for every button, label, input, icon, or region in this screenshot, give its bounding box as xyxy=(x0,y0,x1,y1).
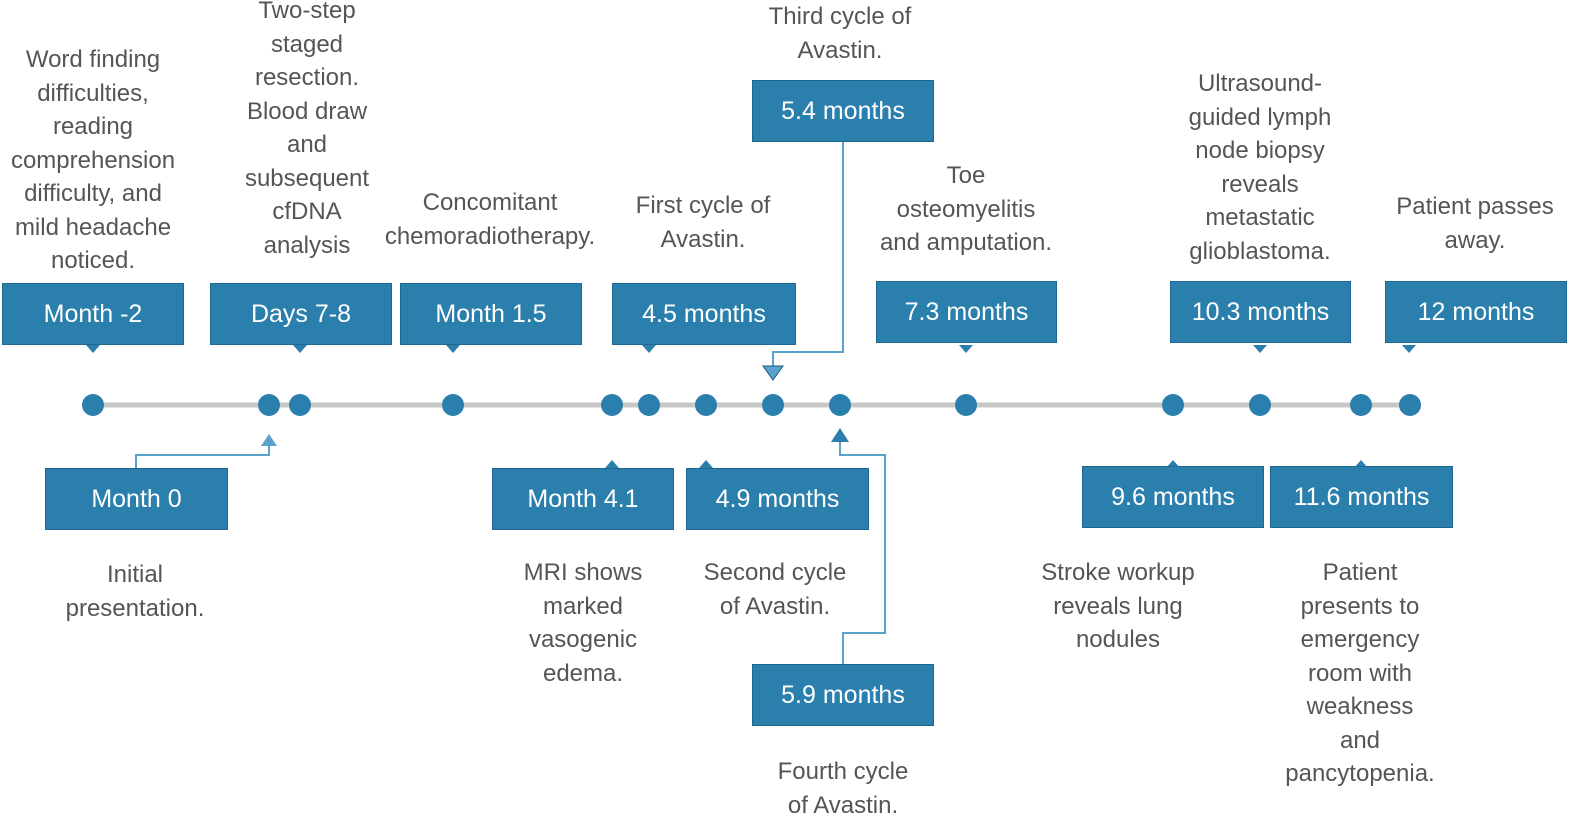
box-pointer-down-2 xyxy=(446,345,460,353)
timeline-dot-10 xyxy=(1162,394,1184,416)
event-description-7-3-months: Toe osteomyelitis and amputation. xyxy=(879,162,1053,256)
timeline-dot-6 xyxy=(695,394,717,416)
event-box-9-6-months: 9.6 months xyxy=(1082,466,1264,528)
timeline-dot-0 xyxy=(82,394,104,416)
event-box-5-4-months: 5.4 months xyxy=(752,80,934,142)
timeline-dot-3 xyxy=(442,394,464,416)
event-description-month-4-1: MRI shows marked vasogenic edema. xyxy=(523,559,643,687)
timeline-dot-13 xyxy=(1399,394,1421,416)
box-pointer-down-5 xyxy=(1253,345,1267,353)
arrowhead-5-4-months xyxy=(762,365,784,381)
timeline-dot-4 xyxy=(601,394,623,416)
connector-5-4-months xyxy=(772,142,844,366)
event-box-4-9-months: 4.9 months xyxy=(686,468,869,530)
box-pointer-up-1 xyxy=(699,460,713,468)
event-box-12-months: 12 months xyxy=(1385,281,1567,343)
arrowhead-month-0 xyxy=(261,434,277,446)
arrowhead-5-9-months xyxy=(831,428,849,442)
box-pointer-down-4 xyxy=(959,345,973,353)
timeline-dot-9 xyxy=(955,394,977,416)
box-pointer-down-3 xyxy=(642,345,656,353)
event-description-month-minus-2: Word finding difficulties, reading compr… xyxy=(10,46,176,274)
event-description-4-9-months: Second cycle of Avastin. xyxy=(703,559,847,620)
event-box-5-9-months: 5.9 months xyxy=(752,664,934,726)
timeline-dot-7 xyxy=(762,394,784,416)
event-box-4-5-months: 4.5 months xyxy=(612,283,796,345)
event-description-4-5-months: First cycle of Avastin. xyxy=(635,192,771,253)
box-pointer-down-1 xyxy=(293,345,307,353)
event-box-10-3-months: 10.3 months xyxy=(1170,281,1351,343)
box-pointer-down-6 xyxy=(1402,345,1416,353)
connector-5-9-months xyxy=(839,442,886,664)
timeline-dot-2 xyxy=(289,394,311,416)
event-box-month-1-5: Month 1.5 xyxy=(400,283,582,345)
timeline-dot-11 xyxy=(1249,394,1271,416)
event-box-11-6-months: 11.6 months xyxy=(1270,466,1453,528)
box-pointer-down-0 xyxy=(86,345,100,353)
event-description-12-months: Patient passes away. xyxy=(1396,193,1554,254)
connector-month-0 xyxy=(135,443,270,468)
event-description-10-3-months: Ultrasound- guided lymph node biopsy rev… xyxy=(1188,70,1332,265)
event-box-7-3-months: 7.3 months xyxy=(876,281,1057,343)
event-description-9-6-months: Stroke workup reveals lung nodules xyxy=(1041,559,1195,653)
event-description-month-1-5: Concomitant chemoradiotherapy. xyxy=(384,189,596,250)
event-box-days-7-8: Days 7-8 xyxy=(210,283,392,345)
event-description-5-4-months: Third cycle of Avastin. xyxy=(768,3,912,64)
event-description-days-7-8: Two-step staged resection. Blood draw an… xyxy=(244,0,370,259)
event-box-month-0: Month 0 xyxy=(45,468,228,530)
timeline-dot-5 xyxy=(638,394,660,416)
timeline-dot-8 xyxy=(829,394,851,416)
timeline-dot-1 xyxy=(258,394,280,416)
event-box-month-minus-2: Month -2 xyxy=(2,283,184,345)
event-description-11-6-months: Patient presents to emergency room with … xyxy=(1285,559,1435,787)
box-pointer-up-0 xyxy=(605,460,619,468)
timeline-dot-12 xyxy=(1350,394,1372,416)
event-description-5-9-months: Fourth cycle of Avastin. xyxy=(777,758,909,819)
event-description-month-0: Initial presentation. xyxy=(65,561,205,622)
event-box-month-4-1: Month 4.1 xyxy=(492,468,674,530)
